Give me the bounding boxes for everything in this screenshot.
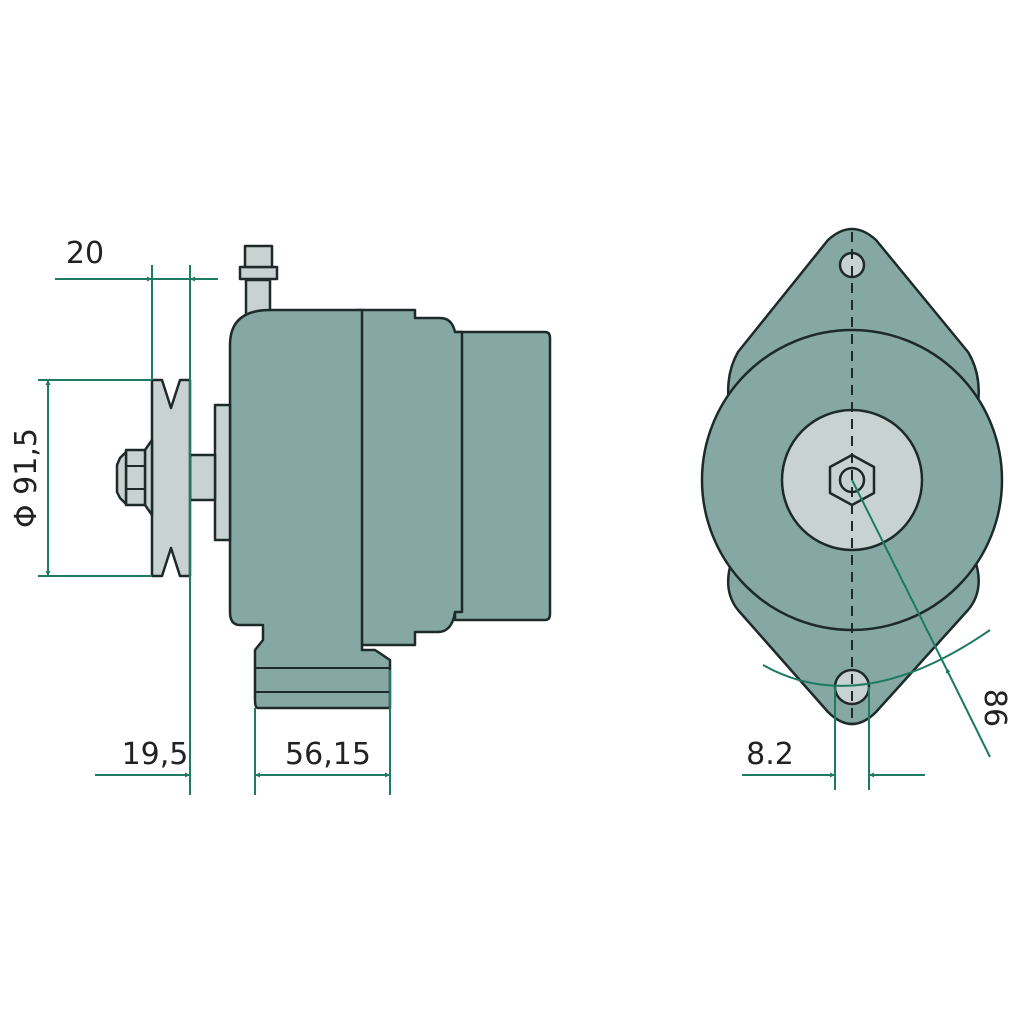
rear-cap: [453, 330, 552, 622]
stator-section: [356, 308, 464, 647]
mount-radius-label: 86: [977, 689, 1012, 727]
shaft: [188, 453, 217, 502]
pulley-diameter-label: Φ 91,5: [9, 428, 44, 528]
foot-width-label: 56,15: [285, 737, 371, 772]
pulley: [150, 378, 192, 578]
hole-diameter-label: 8.2: [746, 737, 794, 772]
nut: [115, 448, 147, 507]
mounting-flange: [213, 403, 232, 542]
pulley-offset-label: 19,5: [122, 737, 189, 772]
front-housing: [228, 308, 392, 710]
terminal-post: [238, 244, 279, 322]
side-view: [115, 244, 552, 710]
pulley-width-label: 20: [66, 236, 104, 271]
front-dimensions: 8.2 86: [742, 479, 1012, 790]
side-dimensions: 20 Φ 91,5 19,5 56,15: [9, 236, 391, 795]
